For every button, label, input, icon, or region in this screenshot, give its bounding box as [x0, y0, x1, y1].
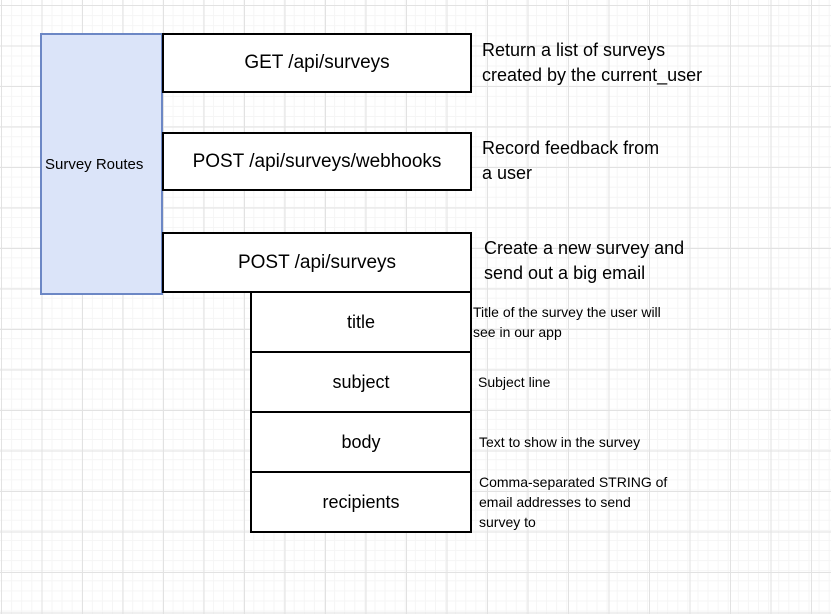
- route-description-post-api-surveys: Create a new survey and send out a big e…: [484, 238, 685, 283]
- route-description-post-api-surveys-webhooks: Record feedback from a user: [482, 138, 660, 183]
- field-description-subject: Subject line: [478, 374, 551, 390]
- request-body-fields-table: title subject body recipients: [250, 291, 472, 533]
- field-label-recipients: recipients: [322, 491, 400, 512]
- route-label-post-api-surveys-webhooks: POST /api/surveys/webhooks: [192, 150, 442, 172]
- field-row-recipients[interactable]: recipients: [252, 471, 470, 531]
- field-row-subject[interactable]: subject: [252, 351, 470, 411]
- field-description-recipients: Comma-separated STRING of email addresse…: [479, 474, 668, 530]
- field-description-title: Title of the survey the user will see in…: [473, 304, 661, 340]
- survey-routes-label: Survey Routes: [45, 155, 144, 173]
- route-box-post-api-surveys-webhooks[interactable]: POST /api/surveys/webhooks: [162, 132, 472, 191]
- route-label-post-api-surveys: POST /api/surveys: [237, 251, 397, 273]
- field-description-body: Text to show in the survey: [479, 434, 641, 450]
- route-label-get-api-surveys: GET /api/surveys: [244, 52, 390, 73]
- field-label-body: body: [341, 431, 381, 452]
- route-box-post-api-surveys[interactable]: POST /api/surveys: [162, 232, 472, 293]
- field-label-subject: subject: [332, 371, 390, 392]
- survey-routes-group-shape[interactable]: Survey Routes: [40, 33, 163, 295]
- field-row-title[interactable]: title: [252, 293, 470, 351]
- field-label-title: title: [346, 311, 375, 332]
- field-row-body[interactable]: body: [252, 411, 470, 471]
- route-box-get-api-surveys[interactable]: GET /api/surveys: [162, 33, 472, 93]
- route-description-get-api-surveys: Return a list of surveys created by the …: [482, 40, 703, 85]
